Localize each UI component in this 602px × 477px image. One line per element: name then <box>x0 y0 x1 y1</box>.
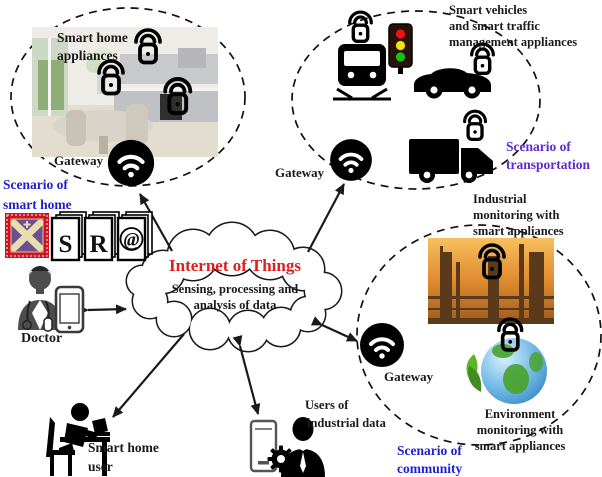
eco-globe-icon <box>466 338 547 404</box>
tablet-icon <box>54 285 85 334</box>
smart-home-caption-line1: Smart home <box>57 30 128 45</box>
industrial-caption-line3: smart appliances <box>473 224 564 238</box>
scenario-community-line2: community <box>397 461 463 476</box>
industrial-photo <box>428 238 554 324</box>
person-with-gear-icon <box>267 417 325 477</box>
truck-icon <box>409 109 493 183</box>
scenario-transportation-line2: transportation <box>506 157 590 172</box>
transportation-ellipse <box>291 10 541 190</box>
industrial-caption-line2: monitoring with <box>473 208 560 222</box>
smart-home-ellipse <box>10 7 246 187</box>
cloud-subtitle-line1: Sensing, processing and <box>171 282 299 296</box>
environment-caption-line2: monitoring with <box>476 423 564 437</box>
doctor-icon <box>18 266 62 332</box>
car-icon <box>414 42 496 99</box>
smart-home-gateway-label: Gateway <box>54 153 104 168</box>
home-user-label-line1: Smart home <box>88 440 159 455</box>
environment-caption-line1: Environment <box>484 407 556 421</box>
transportation-gateway-icon <box>328 137 374 183</box>
smartphone-icon <box>249 419 278 473</box>
traffic-light-icon <box>388 23 413 74</box>
smart-home-photo <box>32 27 218 157</box>
scenario-community-line1: Scenario of <box>397 443 462 458</box>
environment-caption-line3: smart appliances <box>474 439 566 453</box>
smart-home-gateway-icon <box>108 140 154 186</box>
industrial-users-label-line2: industrial data <box>307 416 386 430</box>
industrial-caption-line1: Industrial <box>473 192 527 206</box>
card-letter-at: @ <box>124 230 140 251</box>
home-user-label-line2: user <box>88 459 113 474</box>
transportation-caption-line3: management appliances <box>449 35 578 49</box>
letter-card-r-icon: R <box>83 211 120 262</box>
smart-home-caption-line2: appliances <box>57 48 118 63</box>
cloud-title: Internet of Things <box>169 256 301 275</box>
scenario-smart-home-line2: smart home <box>3 197 72 212</box>
scenario-transportation-line1: Scenario of <box>506 139 571 154</box>
letter-card-s-icon: S <box>50 211 87 262</box>
card-letter-r: R <box>89 231 108 258</box>
cloud-subtitle-line2: analysis of data <box>193 298 277 312</box>
card-letter-s: S <box>59 231 73 258</box>
train-icon <box>333 10 391 101</box>
person-at-desk-icon <box>46 403 110 476</box>
industrial-users-label-line1: Users of <box>305 398 349 412</box>
industrial-gateway-icon <box>358 321 406 369</box>
connector-arrows <box>77 183 358 418</box>
transportation-gateway-label: Gateway <box>275 165 325 180</box>
doctor-label: Doctor <box>21 331 63 346</box>
transportation-caption-line1: Smart vehicles <box>449 3 528 17</box>
letter-card-at-icon: @ <box>116 211 153 262</box>
scenario-smart-home-line1: Scenario of <box>3 177 68 192</box>
transportation-caption-line2: and smart traffic <box>449 19 540 33</box>
industrial-gateway-label: Gateway <box>384 369 434 384</box>
stamp-icon <box>5 213 49 258</box>
